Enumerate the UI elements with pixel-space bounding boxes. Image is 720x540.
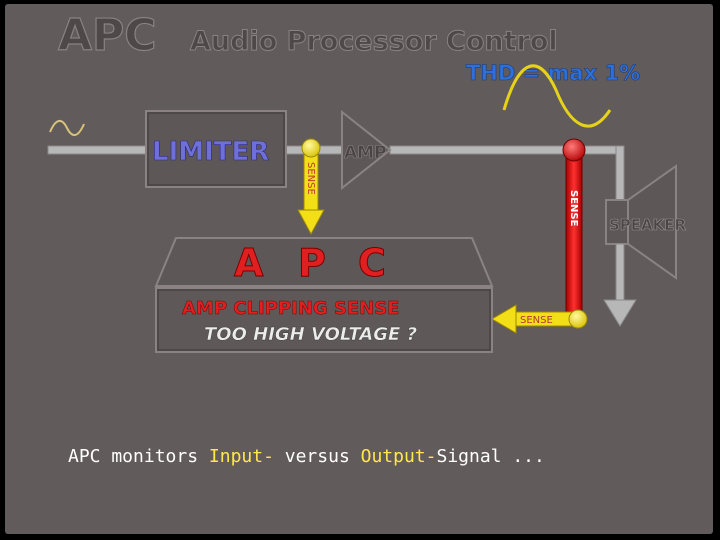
- signal-line: [47, 145, 625, 203]
- apc-block: A P C AMP CLIPPING SENSE TOO HIGH VOLTAG…: [154, 237, 494, 353]
- limiter-block: LIMITER: [145, 110, 287, 188]
- clipping-sense-label: AMP CLIPPING SENSE: [182, 298, 399, 319]
- title-audio-processor-control: Audio Processor Control: [190, 26, 558, 57]
- signal-line-output: [389, 145, 623, 155]
- caption-part3: Signal ...: [436, 446, 545, 467]
- apc-letters: A P C: [234, 241, 387, 286]
- return-sense-label: SENSE: [520, 315, 553, 326]
- header-title: APC Audio Processor Control: [57, 9, 558, 61]
- caption: APC monitors Input- versus Output-Signal…: [68, 446, 545, 467]
- apc-letter-a: A: [234, 241, 264, 285]
- output-sense: SENSE: [562, 138, 586, 319]
- return-sense-node: [568, 309, 588, 329]
- input-sense: SENSE: [297, 138, 325, 236]
- apc-letter-c: C: [358, 241, 386, 285]
- signal-line-down: [615, 145, 625, 203]
- amp-label: AMP: [344, 143, 387, 163]
- apc-letter-p: P: [298, 241, 326, 285]
- input-sine-icon: [49, 120, 85, 136]
- input-sense-label: SENSE: [305, 162, 316, 195]
- too-high-voltage-label: TOO HIGH VOLTAGE ?: [204, 324, 417, 345]
- caption-part2: versus: [273, 446, 361, 467]
- speaker-block: SPEAKER: [605, 164, 687, 280]
- title-apc: APC: [58, 10, 157, 61]
- caption-part1: APC monitors: [68, 446, 209, 467]
- speaker-output-arrow: [603, 243, 637, 327]
- output-sense-node: [562, 138, 586, 162]
- output-sense-label: SENSE: [568, 190, 579, 227]
- limiter-label: LIMITER: [152, 137, 269, 167]
- speaker-label: SPEAKER: [609, 216, 687, 234]
- return-sense: SENSE: [491, 304, 588, 334]
- caption-output-word: Output-: [360, 446, 437, 467]
- thd-label: THD = max 1%: [466, 61, 640, 85]
- caption-input-word: Input-: [208, 446, 274, 467]
- amp-block: AMP: [341, 109, 392, 191]
- output-sine-wave: [502, 64, 612, 128]
- input-sense-node: [301, 138, 321, 158]
- signal-line-input: [47, 145, 149, 155]
